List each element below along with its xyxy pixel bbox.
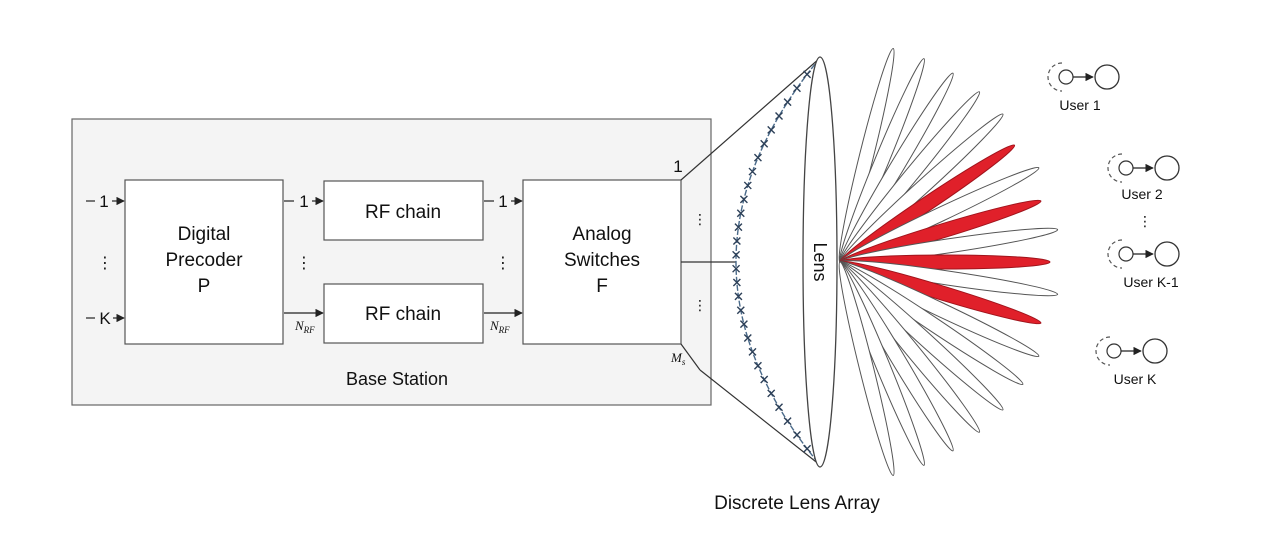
user-2: User 2 [1107, 153, 1180, 202]
precoder-line1: Digital [178, 224, 231, 245]
precoder-to-rf-links: 1 ⋮ NRF [284, 192, 324, 335]
analog-switches-block: Analog Switches F [522, 179, 682, 345]
antenna-element-cross [732, 264, 741, 273]
antenna-element-cross [734, 223, 743, 232]
rf-in-dots: ⋮ [296, 255, 312, 272]
user-k-1: User K-1 [1107, 239, 1180, 290]
switch-outputs: 1 ⋮ ⋮ Ms [670, 57, 821, 466]
antenna-element-cross [732, 236, 741, 245]
input-label-last: K [99, 309, 111, 328]
user-k-1-label: User K-1 [1123, 274, 1178, 290]
user-k-label: User K [1114, 371, 1157, 387]
rf-chain-top-label: RF chain [365, 202, 441, 223]
antenna-element-cross [803, 70, 812, 79]
n-rf-label-left: NRF [294, 318, 315, 335]
antenna-element-cross [767, 125, 776, 134]
antenna-element-cross [748, 167, 757, 176]
rf-chain-top: RF chain [323, 180, 484, 241]
digital-precoder-block: Digital Precoder P [124, 179, 284, 345]
user-k: User K [1095, 336, 1168, 387]
rf-chain-bottom-label: RF chain [365, 304, 441, 325]
antenna-element-cross [760, 139, 769, 148]
antenna-element-cross [803, 444, 812, 453]
input-dots: ⋮ [97, 255, 113, 272]
discrete-lens-array-label: Discrete Lens Array [714, 493, 880, 514]
rf-out-label-first: 1 [498, 192, 507, 211]
user-1: User 1 [1047, 62, 1120, 113]
beam [838, 261, 895, 476]
switches-line3: F [596, 276, 608, 297]
antenna-element-cross [743, 181, 752, 190]
antenna-element-cross [760, 375, 769, 384]
antenna-element-cross [739, 320, 748, 329]
antenna-element-cross [783, 98, 792, 107]
antenna-element-cross [767, 389, 776, 398]
switches-line2: Switches [564, 250, 640, 271]
rf-chain-bottom: RF chain [323, 283, 484, 344]
base-station-label: Base Station [346, 369, 448, 389]
antenna-element-array [732, 57, 821, 466]
antenna-element-cross [739, 195, 748, 204]
antenna-element-cross [792, 430, 801, 439]
antenna-element-cross [775, 403, 784, 412]
lens: Lens [802, 56, 838, 468]
rf-out-dots: ⋮ [495, 255, 511, 272]
antenna-element-cross [753, 361, 762, 370]
antenna-element-cross [743, 333, 752, 342]
precoder-line2: Precoder [165, 250, 243, 271]
switches-line1: Analog [572, 224, 631, 245]
precoder-line3: P [198, 276, 211, 297]
antenna-element-cross [736, 209, 745, 218]
antenna-element-cross [792, 84, 801, 93]
beam-pattern [838, 48, 1059, 476]
switch-out-dots-bottom: ⋮ [693, 297, 707, 313]
antenna-element-cross [732, 250, 741, 259]
input-label-first: 1 [99, 192, 108, 211]
m-s-label: Ms [670, 350, 686, 367]
antenna-element-cross [783, 417, 792, 426]
n-rf-label-right: NRF [489, 318, 510, 335]
antenna-element-cross [748, 347, 757, 356]
user-1-label: User 1 [1059, 97, 1100, 113]
antenna-element-cross [734, 292, 743, 301]
precoder-inputs: 1 ⋮ K [86, 192, 125, 328]
antenna-element-cross [775, 112, 784, 121]
antenna-element-cross [732, 278, 741, 287]
antenna-element-cross [753, 153, 762, 162]
users-dots: ⋮ [1138, 213, 1152, 229]
antenna-element-cross [736, 306, 745, 315]
rf-in-label-first: 1 [299, 192, 308, 211]
rf-to-switch-links: 1 ⋮ NRF [484, 192, 523, 335]
switch-out-dots-top: ⋮ [693, 211, 707, 227]
user-2-label: User 2 [1121, 186, 1162, 202]
switch-out-label-first: 1 [673, 157, 682, 176]
lens-label: Lens [810, 242, 830, 281]
